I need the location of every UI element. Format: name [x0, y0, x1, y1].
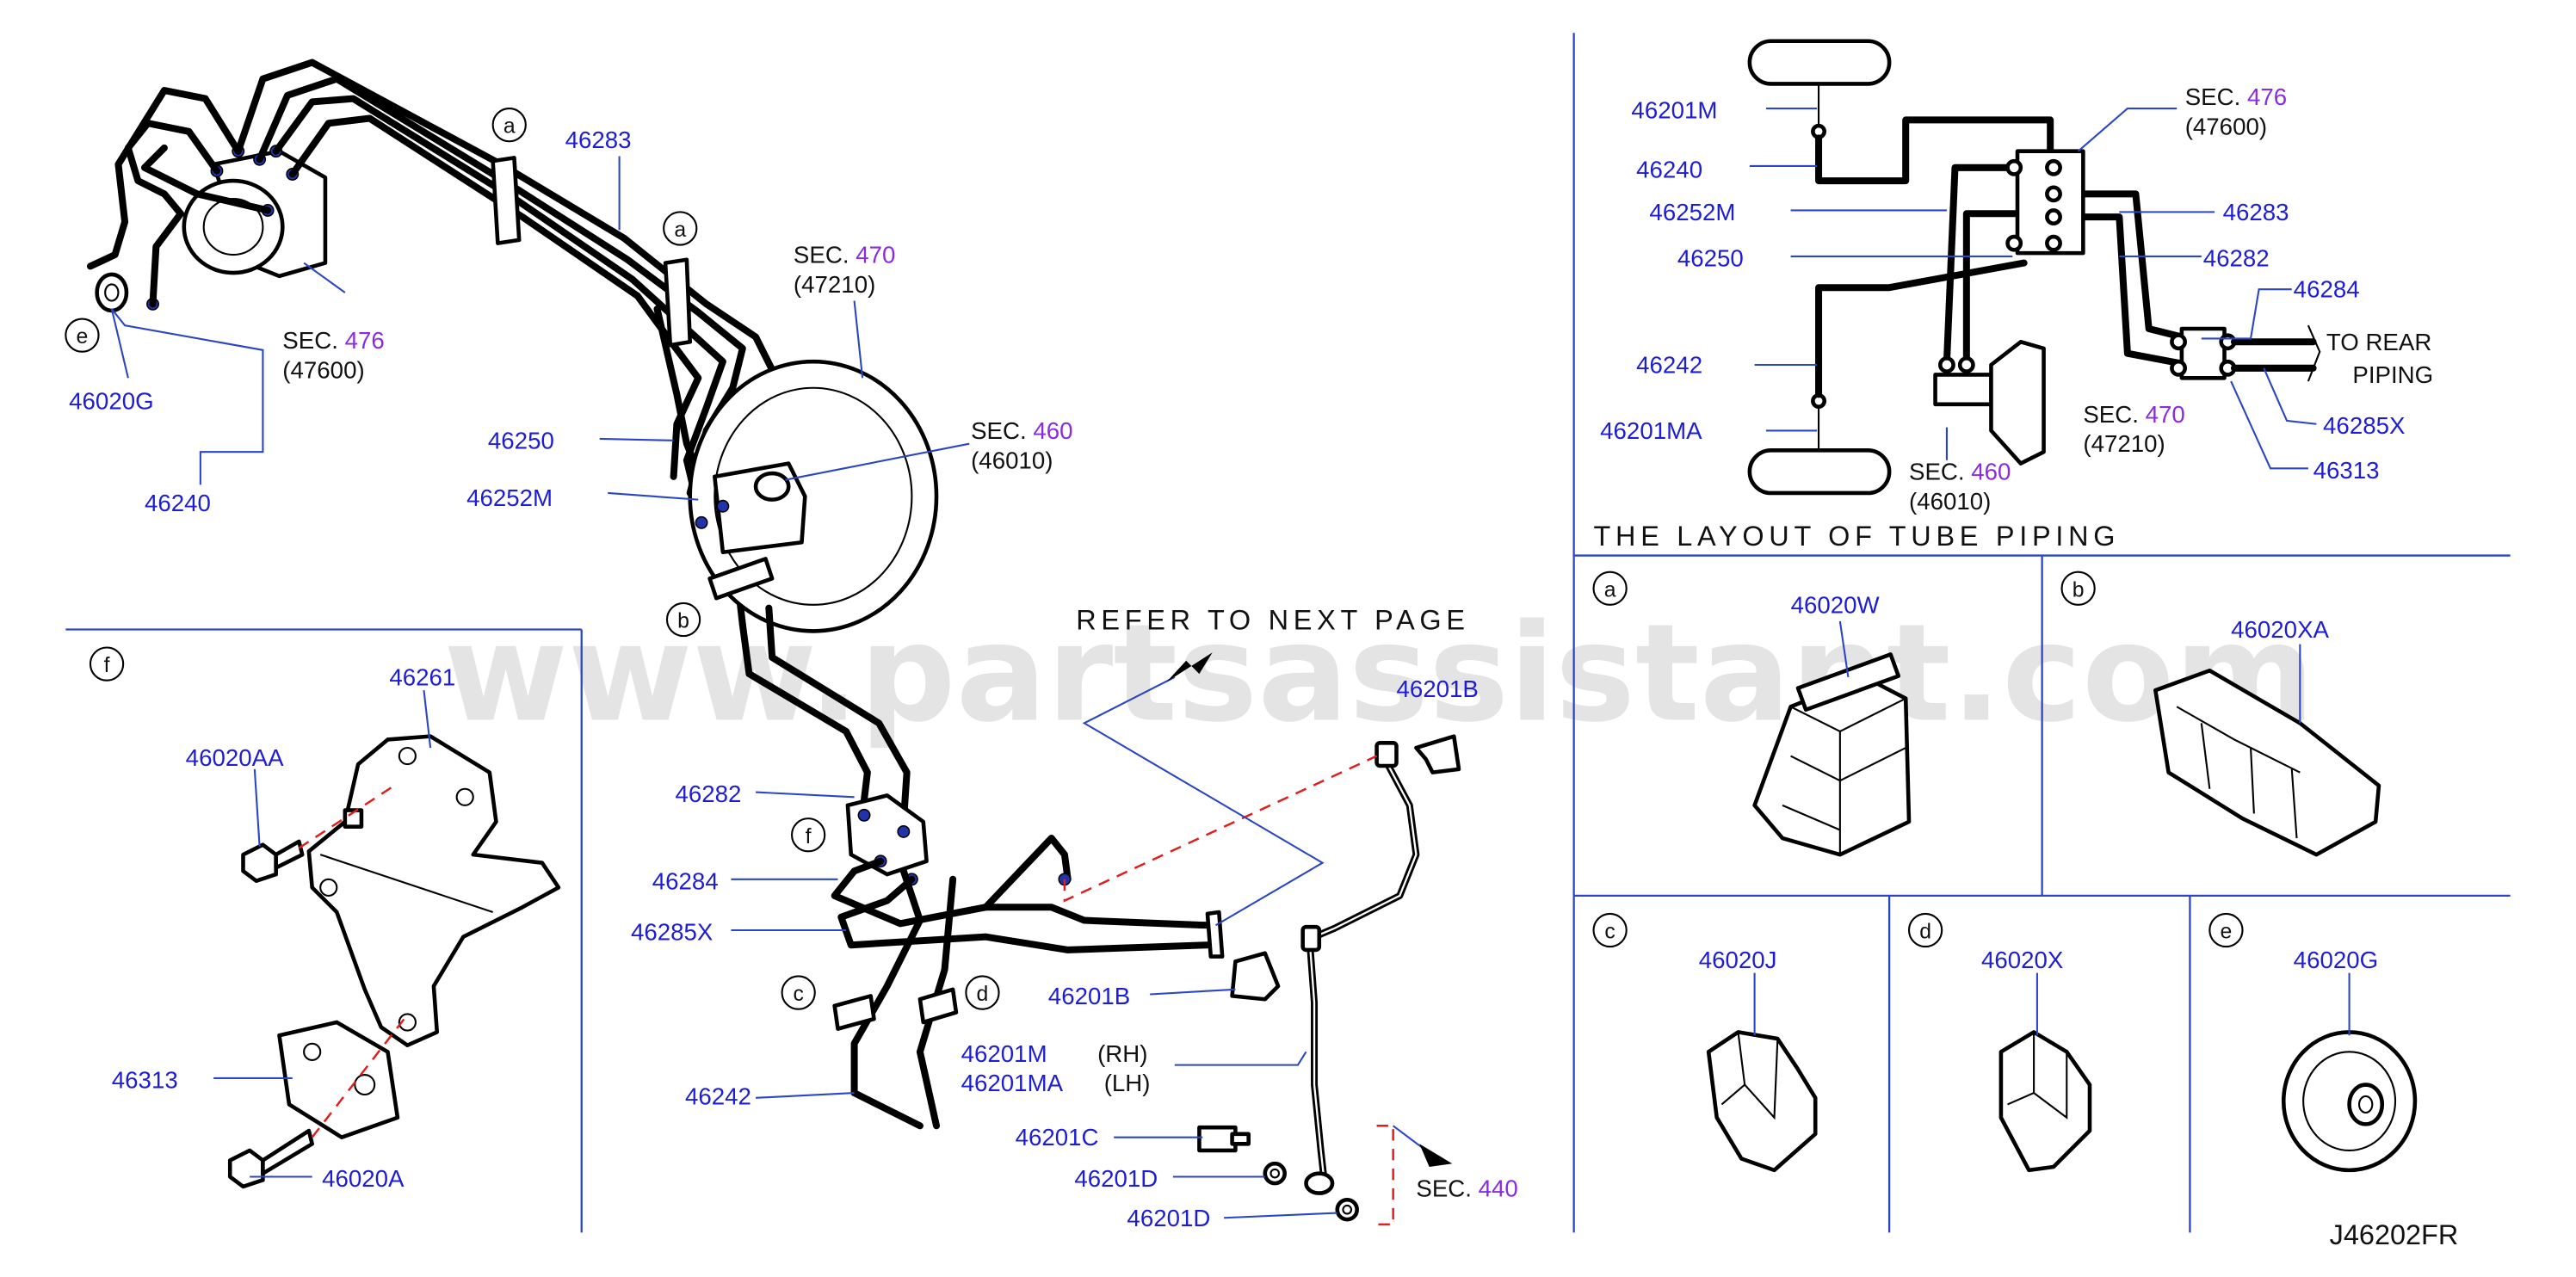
leader-lines-layout [1749, 108, 2317, 470]
layout-piping: PIPING [2352, 361, 2433, 388]
layout-sec470-code: (47210) [2083, 430, 2165, 457]
label-46201D-b: 46201D [1127, 1205, 1210, 1231]
callout-e-clip: e [2221, 921, 2233, 944]
callout-f-main: f [806, 825, 812, 848]
label-46201MA: 46201MA [961, 1070, 1064, 1096]
panel-frames [65, 33, 2511, 1233]
layout-sec476: SEC. 476 [2185, 83, 2287, 110]
main-labels: 46283 46250 46252M 46020G 46240 46282 46… [69, 126, 1518, 1231]
clip-a-upper [491, 156, 692, 348]
layout-schematic [1747, 39, 2321, 496]
clip-label-46020X: 46020X [1981, 947, 2063, 973]
label-46282: 46282 [676, 780, 742, 807]
clip-label-46020W: 46020W [1791, 591, 1881, 618]
callout-b-main: b [677, 610, 689, 633]
layout-label-46252M: 46252M [1649, 199, 1735, 225]
label-46201B-a: 46201B [1396, 676, 1478, 702]
label-46020A: 46020A [322, 1165, 405, 1192]
leader-lines-clips [1753, 620, 2351, 1036]
label-rh: (RH) [1097, 1040, 1147, 1067]
diagram-code: J46202FR [2330, 1219, 2459, 1250]
hydraulic-unit [146, 145, 328, 311]
label-46201D-a: 46201D [1074, 1165, 1158, 1192]
label-46020AA: 46020AA [186, 744, 284, 771]
grommet-46020G [2281, 1030, 2418, 1173]
callout-c-main: c [793, 983, 803, 1006]
label-46201M: 46201M [961, 1040, 1047, 1067]
layout-label-46282: 46282 [2203, 244, 2270, 271]
clip-label-46020XA: 46020XA [2231, 616, 2329, 643]
layout-label-46313: 46313 [2313, 457, 2380, 484]
callout-e-main: e [77, 325, 89, 349]
label-46284: 46284 [652, 867, 719, 894]
label-46250: 46250 [488, 427, 554, 453]
clip-c-d [832, 987, 959, 1031]
clip-46020W [1752, 652, 1912, 857]
callout-b-clip: b [2073, 578, 2085, 601]
label-46020G: 46020G [69, 388, 153, 415]
layout-label-46250: 46250 [1677, 244, 1744, 271]
clip-labels: 46020W 46020XA 46020J 46020X 46020G [1699, 591, 2378, 973]
bracket-labels: 46261 46020AA 46313 46020A [112, 663, 456, 1192]
bolt-46020A [227, 1128, 314, 1189]
callout-d-clip: d [1919, 921, 1931, 944]
label-46252M: 46252M [466, 484, 553, 511]
clip-b [707, 557, 775, 601]
callout-d-main: d [977, 983, 989, 1006]
layout-label-46284: 46284 [2294, 276, 2360, 303]
sec460-code-main: (46010) [971, 447, 1053, 473]
layout-label-46201MA: 46201MA [1600, 417, 1702, 444]
label-46285X: 46285X [631, 918, 713, 945]
label-46242: 46242 [685, 1083, 751, 1109]
layout-sec460: SEC. 460 [1909, 459, 2011, 485]
label-46201C: 46201C [1016, 1124, 1099, 1151]
sec460-main: SEC. 460 [971, 417, 1072, 444]
layout-label-46240: 46240 [1636, 156, 1702, 182]
refer-note: REFER TO NEXT PAGE [1076, 604, 1469, 635]
bracket-46313 [277, 1020, 400, 1139]
clip-label-46020J: 46020J [1699, 947, 1777, 973]
bolt-46020AA [241, 839, 305, 884]
leader-lines-bracket [213, 690, 432, 1178]
clip-label-46020G: 46020G [2294, 947, 2378, 973]
leader-lines-main [110, 156, 1337, 1219]
layout-label-46201M: 46201M [1631, 97, 1717, 124]
clip-46020J [1706, 1030, 1818, 1173]
callout-c-clip: c [1604, 921, 1615, 944]
sec476-code-main: (47600) [282, 356, 364, 383]
bracket-46261 [306, 734, 561, 1047]
label-46283: 46283 [565, 126, 632, 153]
layout-sec470: SEC. 470 [2083, 401, 2184, 428]
grommet-e [95, 272, 129, 313]
clip-46020XA [2153, 668, 2381, 857]
label-lh: (LH) [1104, 1070, 1151, 1096]
watermark: www.partsassistant.com [443, 595, 2314, 751]
layout-sec460-code: (46010) [1909, 488, 1991, 515]
assembly-lines-bracket [298, 784, 405, 1138]
layout-to-rear: TO REAR [2326, 329, 2431, 355]
sec440-main: SEC. 440 [1416, 1175, 1517, 1201]
assembly-lines-main [1063, 755, 1394, 1226]
front-brake-hose [1197, 734, 1461, 1222]
label-46313: 46313 [112, 1066, 178, 1093]
sec470-main: SEC. 470 [794, 242, 895, 268]
layout-label-46242: 46242 [1636, 352, 1702, 379]
callout-a-upper-1: a [503, 115, 516, 139]
callouts: a a b c d e f f a b c d e [65, 108, 2244, 1010]
callout-f-panel: f [104, 654, 110, 677]
layout-label-46283: 46283 [2223, 199, 2289, 225]
label-46201B-b: 46201B [1048, 983, 1130, 1009]
callout-a-clip: a [1604, 578, 1616, 601]
layout-labels: 46201M 46240 46252M 46250 46242 46201MA … [1594, 83, 2434, 552]
sec470-code-main: (47210) [794, 271, 875, 298]
sec476-main: SEC. 476 [282, 327, 384, 354]
clip-46020X [1998, 1030, 2092, 1173]
label-46240: 46240 [145, 490, 211, 516]
layout-sec476-code: (47600) [2185, 114, 2267, 140]
layout-title: THE LAYOUT OF TUBE PIPING [1594, 521, 2121, 552]
layout-label-46285X: 46285X [2323, 412, 2405, 439]
label-46261: 46261 [389, 663, 455, 690]
callout-a-upper-2: a [674, 219, 686, 242]
